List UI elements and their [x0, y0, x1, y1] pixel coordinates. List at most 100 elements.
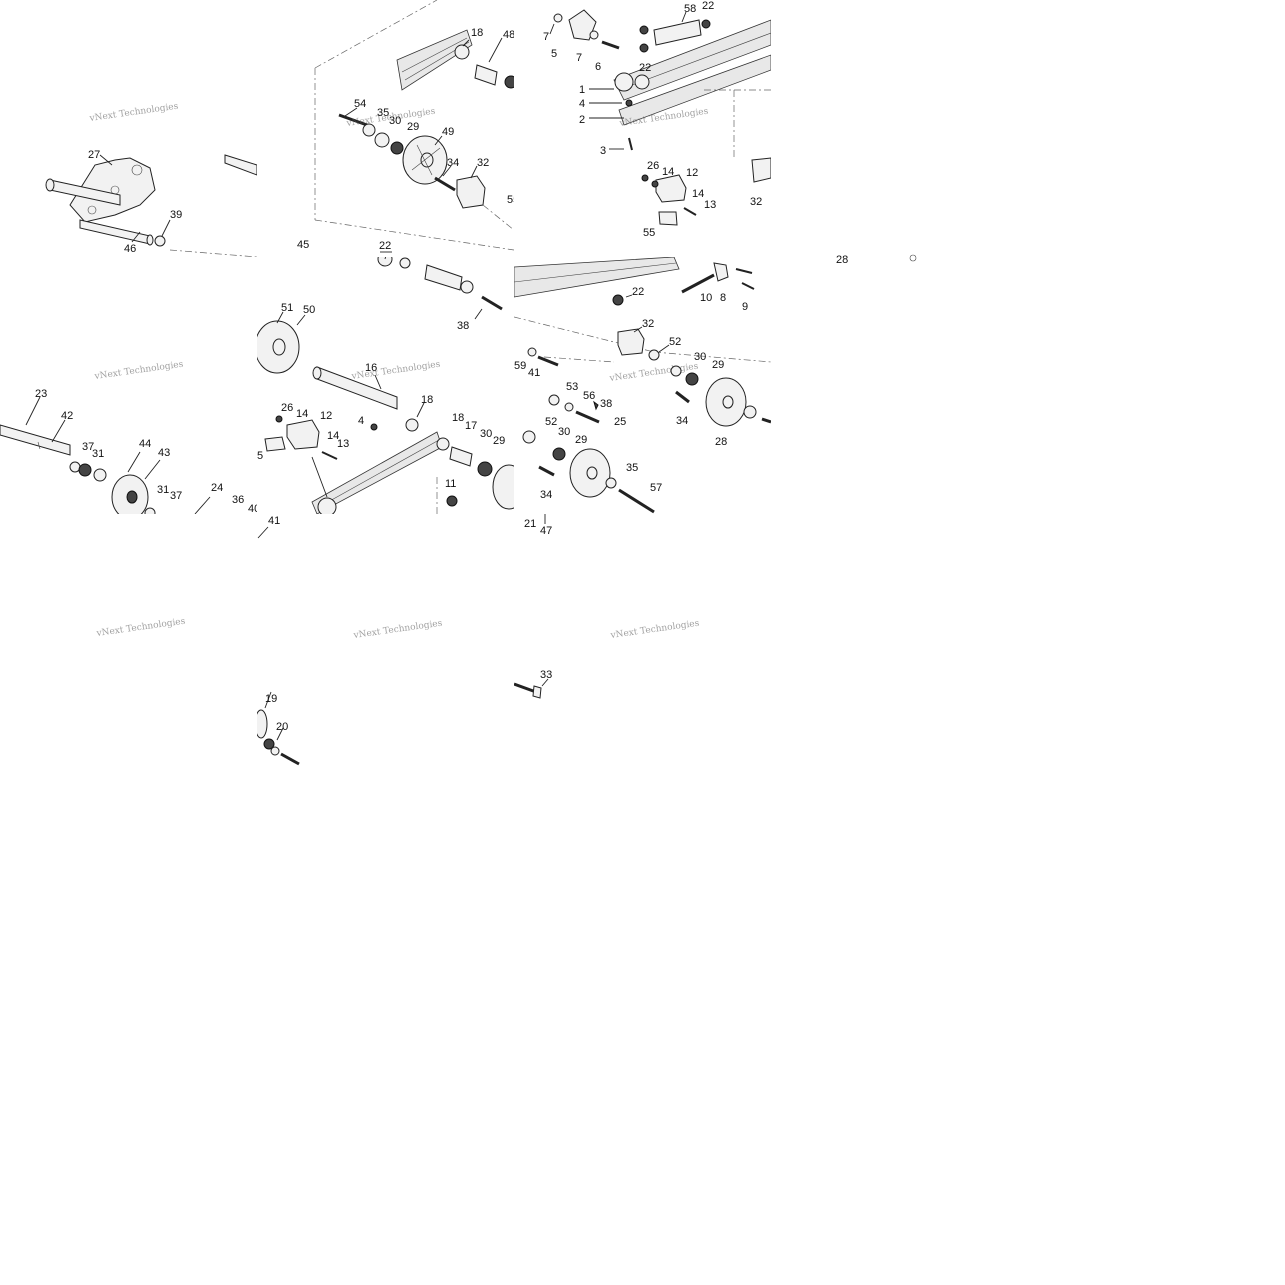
callout-10: 10 [700, 292, 712, 304]
callout-26: 26 [281, 402, 293, 414]
callout-29: 29 [712, 359, 724, 371]
diagram-tile-7: vNext Technologies [514, 257, 771, 514]
callout-42: 42 [61, 410, 73, 422]
callout-55: 55 [507, 194, 514, 206]
callout-32: 32 [642, 318, 654, 330]
callout-44: 44 [139, 438, 151, 450]
diagram-tile-1: vNext Technologies 27 39 46 45 [0, 0, 257, 257]
callout-24: 24 [211, 482, 223, 494]
callout-50: 50 [303, 304, 315, 316]
callout-14b: 14 [327, 430, 339, 442]
callout-36: 36 [232, 494, 244, 506]
callout-28: 28 [836, 254, 848, 266]
callout-11: 11 [445, 478, 456, 490]
svg-text:vNext Technologies: vNext Technologies [95, 617, 186, 640]
callout-54: 54 [354, 98, 366, 110]
diagram-tile-8b: vNext Technologies 19 20 [257, 514, 514, 771]
diagram-tile-2: vNext Technologies 18 48 54 35 30 29 49 … [257, 0, 514, 257]
callout-7: 7 [543, 31, 549, 43]
callout-59: 59 [514, 360, 526, 372]
callout-40: 40 [248, 503, 257, 514]
callout-34b: 34 [540, 489, 552, 501]
callout-57: 57 [650, 482, 662, 494]
callout-27: 27 [88, 149, 100, 161]
callout-16: 16 [365, 362, 377, 374]
tube [224, 154, 257, 176]
slide-rail [613, 19, 771, 101]
callout-52: 52 [669, 336, 681, 348]
callout-19: 19 [265, 693, 277, 705]
callout-32: 32 [477, 157, 489, 169]
callout-5: 5 [551, 48, 557, 60]
callout-14: 14 [296, 408, 308, 420]
callout-18b: 18 [452, 412, 464, 424]
watermark: vNext Technologies [88, 102, 179, 125]
svg-text:vNext Technologies: vNext Technologies [350, 360, 441, 383]
callout-29: 29 [407, 121, 419, 133]
callout-35: 35 [377, 107, 389, 119]
callout-30: 30 [694, 351, 706, 363]
callout-29: 29 [493, 435, 505, 447]
strap [653, 19, 702, 46]
callout-52b: 52 [545, 416, 557, 428]
callout-29b: 29 [575, 434, 587, 446]
slide-rail [514, 257, 680, 298]
callout-14b: 14 [692, 188, 704, 200]
rail-section [396, 29, 473, 91]
callout-8: 8 [720, 292, 726, 304]
callout-18: 18 [421, 394, 433, 406]
callout-51: 51 [281, 302, 293, 314]
callout-41: 41 [528, 367, 540, 379]
callout-14: 14 [662, 166, 674, 178]
callout-7b: 7 [576, 52, 582, 64]
callout-48: 48 [503, 29, 514, 41]
callout-1: 1 [579, 84, 585, 96]
callout-18: 18 [471, 27, 483, 39]
callout-34: 34 [447, 157, 459, 169]
diagram-tile-8: vNext Technologies [0, 514, 257, 771]
callout-38: 38 [457, 320, 469, 332]
callout-13: 13 [337, 438, 349, 450]
diagram-tile-9: vNext Technologies 33 [514, 514, 771, 771]
callout-25: 25 [614, 416, 626, 428]
svg-text:vNext Technologies: vNext Technologies [608, 362, 699, 385]
callout-35: 35 [626, 462, 638, 474]
svg-text:vNext Technologies: vNext Technologies [609, 619, 700, 642]
callout-26: 26 [647, 160, 659, 172]
block [456, 175, 486, 209]
washer [154, 235, 166, 247]
diagram-tile-4: 28 [771, 0, 1028, 270]
diagram-tile-5: vNext Technologies 23 42 37 31 44 43 31 [0, 257, 257, 514]
callout-13: 13 [704, 199, 716, 211]
callout-5: 5 [257, 450, 263, 462]
callout-33: 33 [540, 669, 552, 681]
diagram-tile-3: vNext Technologies 58 22 7 5 7 6 22 1 4 … [514, 0, 771, 257]
block [655, 174, 687, 203]
callout-3: 3 [600, 145, 606, 157]
callout-30: 30 [389, 115, 401, 127]
callout-38: 38 [600, 398, 612, 410]
callout-4: 4 [358, 415, 364, 427]
callout-22b: 22 [639, 62, 651, 74]
callout-31: 31 [92, 448, 104, 460]
callout-55: 55 [643, 227, 655, 239]
callout-12: 12 [686, 167, 698, 179]
callout-30: 30 [480, 428, 492, 440]
callout-23: 23 [35, 388, 47, 400]
callout-22: 22 [702, 0, 714, 12]
callout-32: 32 [750, 196, 762, 208]
callout-30b: 30 [558, 426, 570, 438]
callout-12: 12 [320, 410, 332, 422]
callout-37: 37 [82, 441, 94, 453]
callout-20: 20 [276, 721, 288, 733]
callout-58: 58 [684, 3, 696, 15]
callout-4: 4 [579, 98, 585, 110]
callout-53: 53 [566, 381, 578, 393]
callout-34: 34 [676, 415, 688, 427]
callout-31b: 31 [157, 484, 169, 496]
callout-56: 56 [583, 390, 595, 402]
callout-37b: 37 [170, 490, 182, 502]
callout-28: 28 [715, 436, 727, 448]
svg-text:vNext Technologies: vNext Technologies [93, 360, 184, 383]
